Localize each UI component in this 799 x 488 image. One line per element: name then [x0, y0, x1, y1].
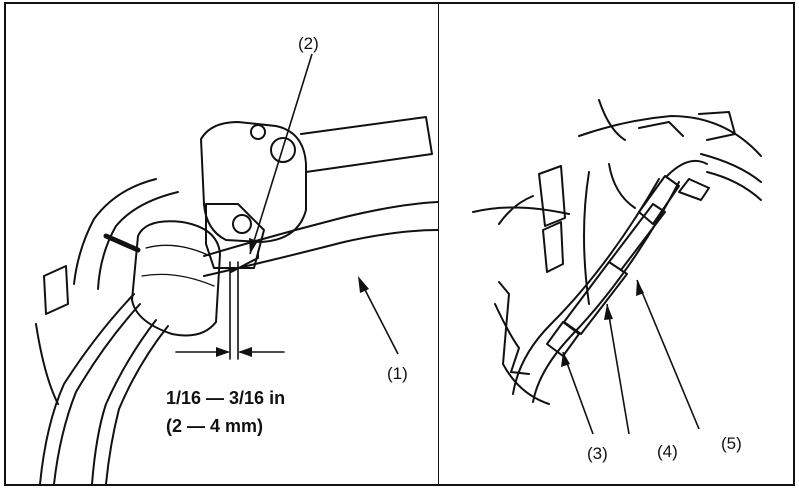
cable-housing-outer	[512, 178, 660, 395]
rubber-boot	[131, 220, 221, 337]
measurement-metric: (2 — 4 mm)	[166, 416, 264, 436]
callout-label-3: (3)	[587, 444, 608, 463]
measurement-imperial: 1/16 — 3/16 in	[166, 388, 286, 408]
threaded-adjuster	[608, 203, 666, 271]
clutch-cable-2	[39, 293, 135, 484]
leader-callout-1	[360, 281, 399, 355]
clutch-cable-1	[91, 319, 157, 484]
lever-tab	[230, 251, 259, 273]
handlebar	[300, 116, 433, 173]
leader-callout-2	[249, 53, 313, 255]
callout-label-5: (5)	[721, 434, 742, 453]
side-bracket	[43, 265, 69, 315]
lever-bracket	[205, 203, 265, 269]
callout-label-1: (1)	[387, 364, 408, 383]
switch-housing	[200, 121, 307, 243]
clutch-lever-drawing	[35, 53, 438, 484]
leader-callout-3	[562, 351, 594, 435]
panel-cable-adjuster: (3) (4) (5)	[438, 2, 795, 486]
lever-pivot-bolt	[232, 214, 252, 234]
frame-curve	[578, 115, 762, 157]
upper-lock-nut	[638, 175, 680, 225]
housing-screw-1	[270, 137, 296, 163]
callout-label-2: (2)	[298, 34, 319, 53]
freeplay-guide-lines	[229, 261, 239, 360]
clutch-lever	[203, 201, 438, 277]
leader-callout-4	[606, 303, 630, 435]
housing-screw-2	[250, 124, 266, 140]
cable-clamp	[678, 178, 710, 201]
panel-clutch-lever-freeplay: (2) (1) 1/16 — 3/16 in (2 — 4 mm)	[4, 2, 440, 486]
cable-end	[666, 160, 708, 177]
cable-adjuster-drawing	[472, 99, 762, 435]
leader-callout-5	[636, 279, 700, 430]
left-curve	[472, 206, 570, 215]
lock-nut	[546, 321, 580, 357]
adjuster-body	[563, 261, 628, 335]
callout-label-4: (4)	[657, 442, 678, 461]
upper-hose	[73, 178, 157, 285]
engine-fin	[538, 165, 566, 227]
